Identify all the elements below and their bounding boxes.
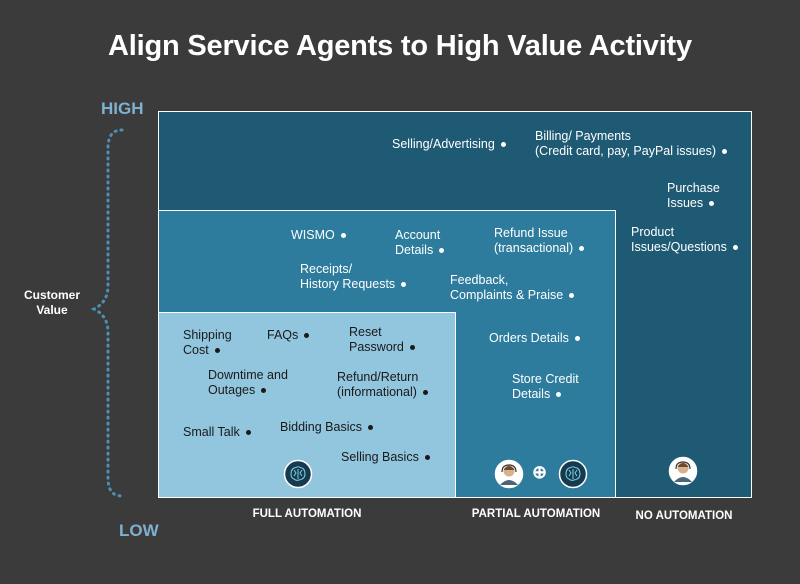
item-selling-basics-text: Selling Basics	[341, 450, 419, 464]
item-faqs: FAQs	[267, 328, 310, 343]
item-purchase-line1: Purchase	[667, 181, 720, 195]
curly-brace-icon	[90, 128, 124, 498]
item-billing-line2: (Credit card, pay, PayPal issues)	[535, 144, 717, 158]
item-product-line1: Product	[631, 225, 675, 239]
item-purchase-issues: Purchase Issues	[667, 181, 720, 211]
item-account-details: Account Details	[395, 228, 445, 258]
item-reset-password: Reset Password	[349, 325, 415, 355]
item-shipping-line1: Shipping	[183, 328, 232, 342]
item-feedback-line1: Feedback,	[450, 273, 509, 287]
item-small-talk-text: Small Talk	[183, 425, 240, 439]
customer-value-line2: Value	[36, 303, 68, 317]
item-wismo-text: WISMO	[291, 228, 335, 242]
item-store-credit: Store Credit Details	[512, 372, 579, 402]
item-downtime-line1: Downtime and	[208, 368, 288, 382]
item-selling-basics: Selling Basics	[341, 450, 430, 465]
no-automation-label: NO AUTOMATION	[635, 510, 733, 522]
agent-icon	[668, 456, 698, 486]
item-receipts-line1: Receipts/	[300, 262, 353, 276]
full-automation-label: FULL AUTOMATION	[252, 508, 362, 520]
item-shipping-cost: Shipping Cost	[183, 328, 232, 358]
item-account-line1: Account	[395, 228, 441, 242]
customer-value-label: Customer Value	[14, 288, 90, 318]
item-refund-line2: (transactional)	[494, 241, 574, 255]
item-account-line2: Details	[395, 243, 434, 257]
agent-icon	[494, 459, 524, 489]
item-reset-line2: Password	[349, 340, 404, 354]
bot-icon	[283, 459, 313, 489]
bot-icon	[558, 459, 588, 489]
axis-low-label: LOW	[119, 521, 159, 540]
item-faqs-text: FAQs	[267, 328, 299, 342]
item-selling-advertising: Selling/Advertising	[392, 137, 506, 152]
item-shipping-line2: Cost	[183, 343, 209, 357]
item-downtime-line2: Outages	[208, 383, 256, 397]
plus-icon: ⊕	[532, 462, 548, 482]
item-orders-details: Orders Details	[489, 331, 580, 346]
item-refund-issue: Refund Issue (transactional)	[494, 226, 585, 256]
item-billing-line1: Billing/ Payments	[535, 129, 631, 143]
page-title: Align Service Agents to High Value Activ…	[108, 30, 692, 62]
item-selling-advertising-text: Selling/Advertising	[392, 137, 495, 151]
item-receipts-line2: History Requests	[300, 277, 396, 291]
axis-high-label: HIGH	[101, 99, 144, 118]
full-automation-region	[158, 312, 456, 498]
partial-automation-label: PARTIAL AUTOMATION	[471, 508, 601, 520]
item-store-credit-line1: Store Credit	[512, 372, 579, 386]
item-orders-text: Orders Details	[489, 331, 569, 345]
item-wismo: WISMO	[291, 228, 346, 243]
item-bidding-text: Bidding Basics	[280, 420, 362, 434]
item-product-issues: Product Issues/Questions	[631, 225, 738, 255]
item-downtime-outages: Downtime and Outages	[208, 368, 288, 398]
item-purchase-line2: Issues	[667, 196, 704, 210]
item-refund-return: Refund/Return (informational)	[337, 370, 428, 400]
item-reset-line1: Reset	[349, 325, 382, 339]
item-refund-line1: Refund Issue	[494, 226, 568, 240]
item-billing-payments: Billing/ Payments (Credit card, pay, Pay…	[535, 129, 728, 159]
item-feedback: Feedback, Complaints & Praise	[450, 273, 575, 303]
item-receipts: Receipts/ History Requests	[300, 262, 407, 292]
customer-value-line1: Customer	[23, 288, 80, 302]
item-feedback-line2: Complaints & Praise	[450, 288, 564, 302]
item-product-line2: Issues/Questions	[631, 240, 727, 254]
item-bidding-basics: Bidding Basics	[280, 420, 373, 435]
item-small-talk: Small Talk	[183, 425, 251, 440]
item-refund-return-line2: (informational)	[337, 385, 417, 399]
item-refund-return-line1: Refund/Return	[337, 370, 419, 384]
item-store-credit-line2: Details	[512, 387, 551, 401]
